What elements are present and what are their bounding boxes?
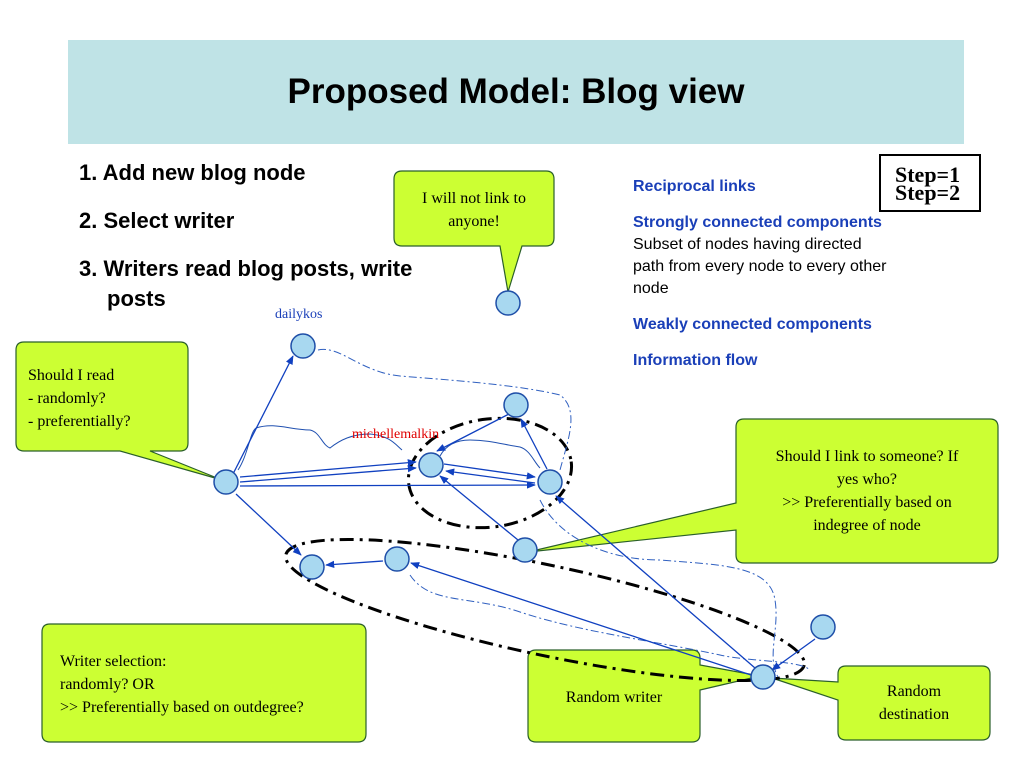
callout-not-link	[393, 170, 555, 293]
edge-bottom-to-michellemalkin	[439, 475, 519, 541]
concept-reciprocal-links: Reciprocal links	[633, 178, 756, 195]
callout-random-writer-text: Random writer	[565, 689, 663, 706]
callout-random-destination	[771, 665, 991, 741]
step-item-select-writer: 2. Select writer	[79, 208, 235, 233]
concept-strong-desc-3: node	[633, 280, 669, 297]
node-isolated	[495, 290, 521, 316]
callout-should-link	[527, 418, 999, 564]
edge-source-to-michellemalkin-2	[239, 465, 417, 483]
callout-not-link-line-1: I will not link to	[422, 190, 526, 207]
node-right	[537, 469, 563, 495]
edge-source-to-michellemalkin-1	[239, 459, 417, 478]
title-band: Proposed Model: Blog view	[68, 40, 964, 144]
step-item-read-write: 3. Writers read blog posts, write	[79, 256, 413, 281]
callout-should-read-text: Should I read - randomly? - preferential…	[28, 364, 131, 433]
callout-should-link-line-3: >> Preferentially based on	[782, 494, 952, 511]
concept-list: Reciprocal links Strongly connected comp…	[633, 176, 963, 372]
node-lower-left	[299, 554, 325, 580]
callout-should-link-line-2: yes who?	[837, 471, 897, 488]
edge-destination-to-writer	[771, 638, 816, 671]
concept-information-flow: Information flow	[633, 352, 758, 369]
label-michellemalkin: michellemalkin	[352, 427, 440, 442]
strongly-connected-ellipse	[406, 416, 574, 530]
edge-mid-to-lower-left	[325, 560, 384, 569]
step-item-read-write-cont: posts	[107, 286, 166, 311]
edge-writer-to-mid	[410, 562, 752, 676]
callout-should-read	[15, 341, 223, 481]
callout-should-read-line-1: Should I read	[28, 367, 115, 384]
callout-writer-selection-line-2: randomly? OR	[60, 676, 155, 693]
callout-writer-selection-text: Writer selection: randomly? OR >> Prefer…	[60, 650, 304, 719]
callout-should-read-line-3: - preferentially?	[28, 413, 131, 430]
step-1-label: Step=1	[895, 162, 961, 187]
edge-right-to-top	[520, 418, 548, 470]
edge-michellemalkin-to-right	[443, 463, 536, 480]
callout-random-destination-text: Random destination	[840, 680, 988, 726]
slide-title: Proposed Model: Blog view	[287, 72, 745, 111]
node-top-right	[503, 392, 529, 418]
step-counter-box: Step=1 Step=2	[879, 154, 981, 212]
concept-strongly-connected: Strongly connected components	[633, 214, 882, 231]
concept-strong-desc-1: Subset of nodes having directed	[633, 236, 862, 253]
edge-source-to-right-node	[239, 481, 536, 489]
node-destination	[810, 614, 836, 640]
edge-writer-to-right	[555, 495, 756, 669]
node-michellemalkin	[418, 452, 444, 478]
edge-top-to-michellemalkin	[436, 413, 510, 452]
concept-strong-desc-2: path from every node to every other	[633, 258, 887, 275]
step-item-add-node: 1. Add new blog node	[79, 160, 306, 185]
node-source	[213, 469, 239, 495]
node-dailykos	[290, 333, 316, 359]
callout-should-link-text: Should I link to someone? If yes who? >>…	[740, 445, 994, 537]
callout-not-link-text: I will not link to anyone!	[396, 187, 552, 233]
callout-random-destination-line-2: destination	[878, 706, 950, 723]
node-random-writer	[750, 664, 776, 690]
edge-source-to-lower-left	[235, 493, 302, 556]
callout-should-read-line-2: - randomly?	[28, 390, 106, 407]
graph-nodes	[213, 290, 836, 690]
step-2-label: Step=2	[895, 180, 961, 205]
callout-should-link-line-4: indegree of node	[813, 517, 921, 534]
edge-source-to-dailykos	[232, 355, 294, 475]
node-mid	[384, 546, 410, 572]
callout-not-link-line-2: anyone!	[448, 213, 500, 230]
callout-random-writer	[527, 649, 761, 743]
callout-writer-selection-line-1: Writer selection:	[60, 653, 167, 670]
node-bottom-center	[512, 537, 538, 563]
graph-edges	[232, 355, 816, 676]
concept-weakly-connected: Weakly connected components	[633, 316, 872, 333]
callout-writer-selection	[41, 623, 367, 743]
edge-right-to-michellemalkin	[445, 468, 536, 484]
callout-random-destination-line-1: Random	[886, 683, 942, 700]
label-dailykos: dailykos	[275, 307, 323, 322]
weakly-connected-ellipse	[284, 537, 806, 683]
callout-should-link-line-1: Should I link to someone? If	[775, 448, 959, 465]
callout-writer-selection-line-3: >> Preferentially based on outdegree?	[60, 699, 304, 716]
information-flow-paths	[317, 348, 811, 681]
